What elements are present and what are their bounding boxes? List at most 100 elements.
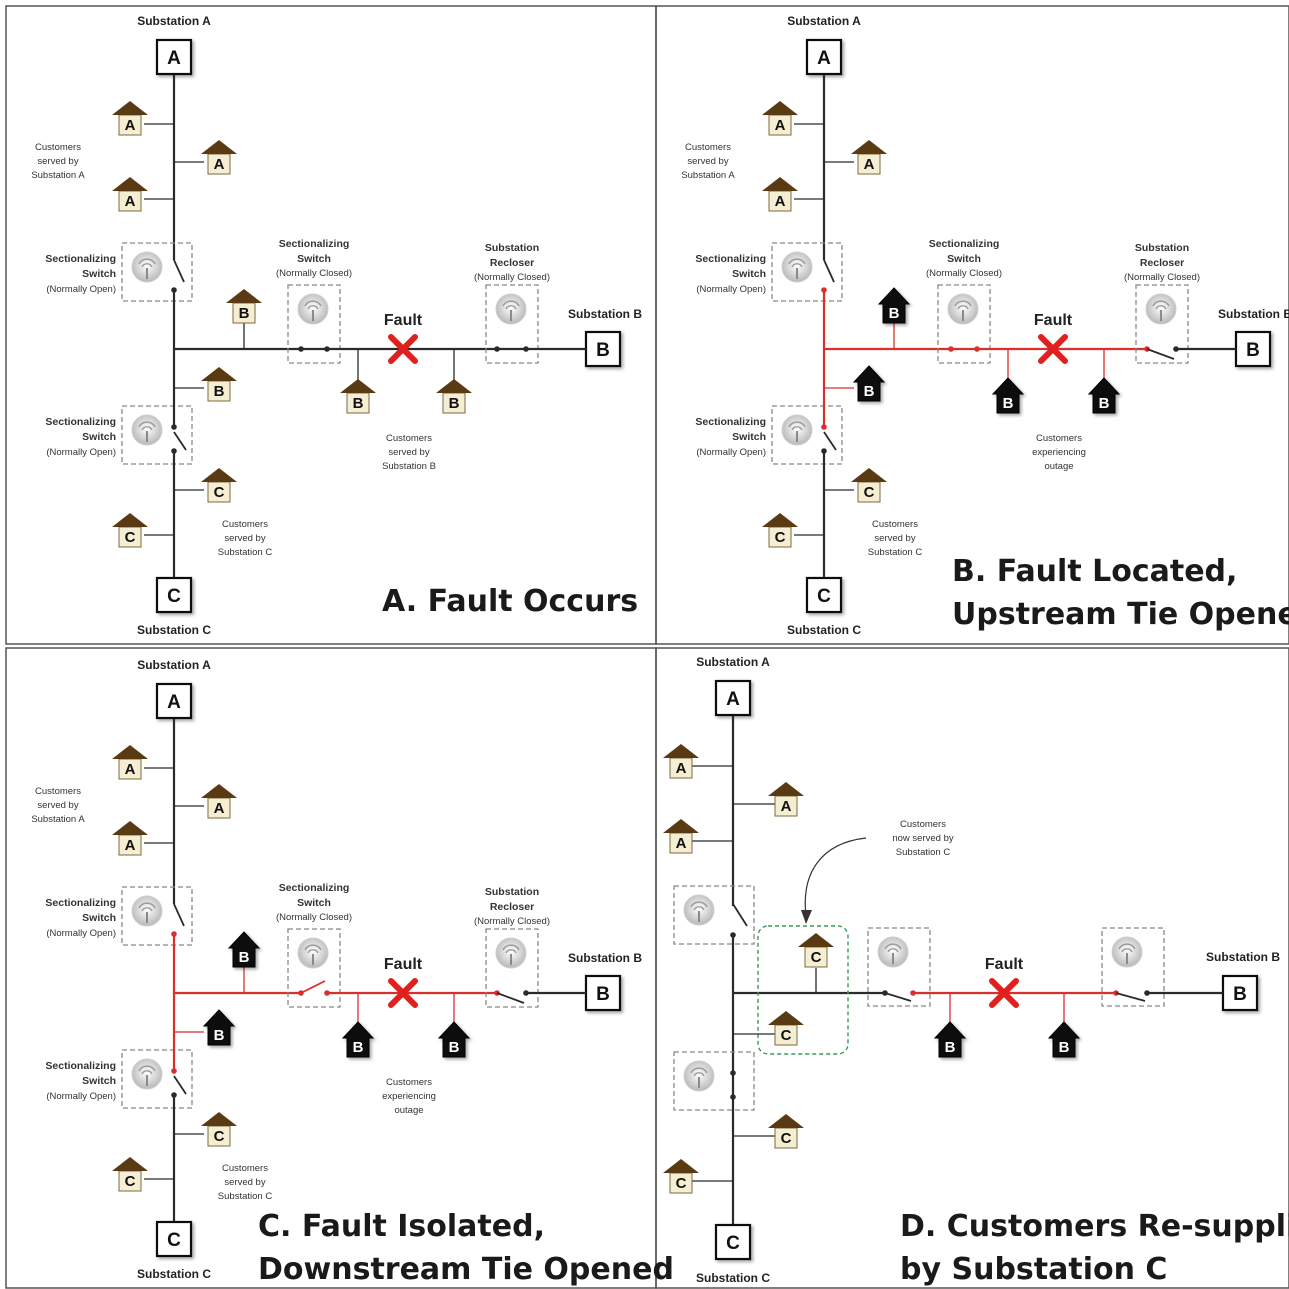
substation-c-label: Substation C: [787, 623, 861, 637]
house-roof: [663, 819, 699, 833]
outage-note: outage: [394, 1105, 423, 1116]
substation-a: A: [155, 38, 193, 76]
substation-letter: A: [726, 689, 740, 710]
house-letter: C: [781, 1027, 792, 1044]
house-icon: B: [340, 379, 376, 414]
arrow-line: [804, 837, 867, 917]
house-body: [341, 1021, 375, 1058]
wireless-switch-icon: [781, 251, 813, 283]
dashed-box: [937, 284, 991, 364]
feeder-line: [173, 1075, 187, 1095]
customers-c-note: Customers: [222, 1163, 268, 1174]
fault-label: Fault: [384, 312, 423, 329]
fault-label: Fault: [384, 956, 423, 973]
house-icon: C: [201, 1112, 237, 1147]
upper-switch-label: Switch: [82, 912, 116, 924]
fault-x-icon: [1038, 334, 1068, 364]
house-letter: C: [864, 484, 875, 501]
house-icon: C: [798, 933, 834, 968]
house-icon: B: [933, 1021, 967, 1058]
lower-switch-label: Sectionalizing: [45, 1060, 116, 1072]
switch-enclosure: [485, 928, 539, 1008]
resupplied-note: now served by: [892, 833, 954, 844]
panel-frames: [5, 5, 1289, 1289]
substation-a: A: [155, 682, 193, 720]
substation-c: C: [805, 576, 843, 614]
switch-enclosure: [771, 405, 843, 465]
house-icon: C: [201, 468, 237, 503]
mid-switch-label: Sectionalizing: [929, 238, 1000, 250]
substation-a-label: Substation A: [696, 655, 770, 669]
substation-c: C: [714, 1223, 752, 1261]
house-letter: B: [1099, 395, 1110, 412]
house-body: [852, 365, 886, 402]
house-letter: C: [214, 1128, 225, 1145]
house-roof: [112, 1157, 148, 1171]
recloser-state: (Normally Closed): [474, 272, 550, 283]
house-letter: A: [125, 837, 136, 854]
switch-enclosure: [1101, 927, 1165, 1007]
substation-b-label: Substation B: [1206, 950, 1280, 964]
house-icon: B: [341, 1021, 375, 1058]
recloser-state: (Normally Closed): [474, 916, 550, 927]
outage-note: experiencing: [1032, 447, 1086, 458]
house-icon: A: [112, 177, 148, 212]
substation-a: A: [714, 679, 752, 717]
house-roof: [201, 1112, 237, 1126]
substation-b-label: Substation B: [568, 951, 642, 965]
house-body: [877, 287, 911, 324]
switch-enclosure: [673, 885, 755, 945]
recloser-label: Substation: [485, 242, 539, 254]
house-icon: B: [226, 289, 262, 324]
substation-box: [584, 330, 622, 368]
house-letter: A: [125, 193, 136, 210]
house-body: [437, 1021, 471, 1058]
wireless-switch-icon: [877, 936, 909, 968]
house-letter: B: [449, 395, 460, 412]
house-icon: B: [202, 1009, 236, 1046]
substation-box: [714, 679, 752, 717]
house-icon: A: [201, 140, 237, 175]
house-letter: B: [353, 1039, 364, 1056]
wireless-switch-icon: [683, 1060, 715, 1092]
lower-switch-label: Switch: [732, 431, 766, 443]
house-icon: A: [663, 819, 699, 854]
feeder-line: [884, 992, 912, 1002]
substation-box: [1221, 974, 1259, 1012]
dashed-box: [485, 284, 539, 364]
house-icon: B: [1047, 1021, 1081, 1058]
house-roof: [226, 289, 262, 303]
customers-c-note: Substation C: [218, 547, 273, 558]
lower-switch-state: (Normally Open): [46, 1091, 116, 1102]
switch-enclosure: [121, 886, 193, 946]
house-roof: [663, 1159, 699, 1173]
house-letter: C: [676, 1175, 687, 1192]
wireless-switch-icon: [495, 293, 527, 325]
mid-switch-state: (Normally Closed): [276, 268, 352, 279]
dashed-box: [867, 927, 931, 1007]
house-icon: B: [1087, 377, 1121, 414]
customers-a-note: Customers: [35, 142, 81, 153]
wireless-switch-icon: [131, 895, 163, 927]
substation-a: A: [805, 38, 843, 76]
substation-b-label: Substation B: [568, 307, 642, 321]
recloser-state: (Normally Closed): [1124, 272, 1200, 283]
substation-letter: B: [596, 984, 610, 1005]
house-letter: C: [775, 529, 786, 546]
house-roof: [762, 101, 798, 115]
house-letter: B: [449, 1039, 460, 1056]
house-roof: [112, 513, 148, 527]
substation-b: B: [584, 330, 622, 368]
house-letter: A: [864, 156, 875, 173]
customers-a-note: served by: [37, 156, 78, 167]
substation-a-label: Substation A: [137, 14, 211, 28]
dashed-box: [1101, 927, 1165, 1007]
substation-a-label: Substation A: [137, 658, 211, 672]
upper-switch-label: Sectionalizing: [45, 897, 116, 909]
house-icon: A: [112, 101, 148, 136]
house-icon: A: [112, 745, 148, 780]
house-body: [991, 377, 1025, 414]
outage-note: outage: [1044, 461, 1073, 472]
feeder-line: [173, 431, 187, 451]
